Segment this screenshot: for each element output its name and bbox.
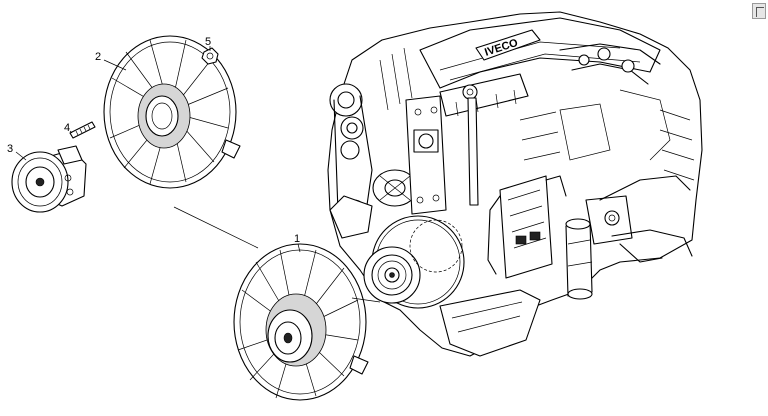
leader-lines	[15, 46, 301, 253]
assembly-axis-line	[173, 206, 381, 303]
callout-3: 3	[7, 143, 13, 155]
callout-4: 4	[64, 122, 70, 134]
part-5-nut[interactable]	[201, 47, 219, 65]
part-4-stud[interactable]	[69, 121, 96, 139]
callout-5: 5	[205, 36, 211, 48]
callout-1: 1	[294, 233, 300, 245]
part-3-hub[interactable]	[11, 145, 87, 213]
callout-2: 2	[95, 51, 101, 63]
part-2-fan[interactable]	[103, 35, 241, 189]
page-corner-icon[interactable]	[752, 3, 766, 19]
engine-block: IVECO	[327, 11, 703, 357]
part-1-fan[interactable]	[233, 243, 369, 401]
